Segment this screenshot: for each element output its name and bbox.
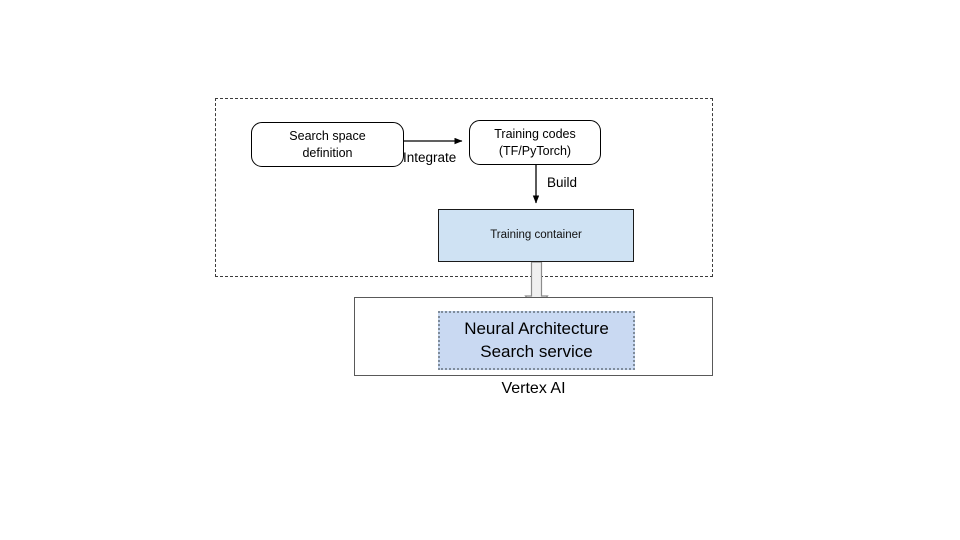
label-vertex-ai: Vertex AI bbox=[501, 380, 566, 397]
node-training-codes-label: Training codes (TF/PyTorch) bbox=[494, 126, 576, 158]
edge-label-build: Build bbox=[547, 175, 578, 190]
user-side-dashed-group bbox=[215, 98, 713, 277]
node-search-space-definition[interactable]: Search space definition bbox=[251, 122, 404, 167]
node-training-codes[interactable]: Training codes (TF/PyTorch) bbox=[469, 120, 601, 165]
node-training-container-label: Training container bbox=[490, 229, 582, 242]
node-neural-architecture-search-service[interactable]: Neural Architecture Search service bbox=[438, 311, 635, 370]
node-search-space-definition-label: Search space definition bbox=[289, 128, 366, 160]
node-nas-service-label: Neural Architecture Search service bbox=[464, 319, 609, 361]
edge-label-integrate: Integrate bbox=[403, 150, 457, 165]
node-training-container[interactable]: Training container bbox=[438, 209, 634, 262]
